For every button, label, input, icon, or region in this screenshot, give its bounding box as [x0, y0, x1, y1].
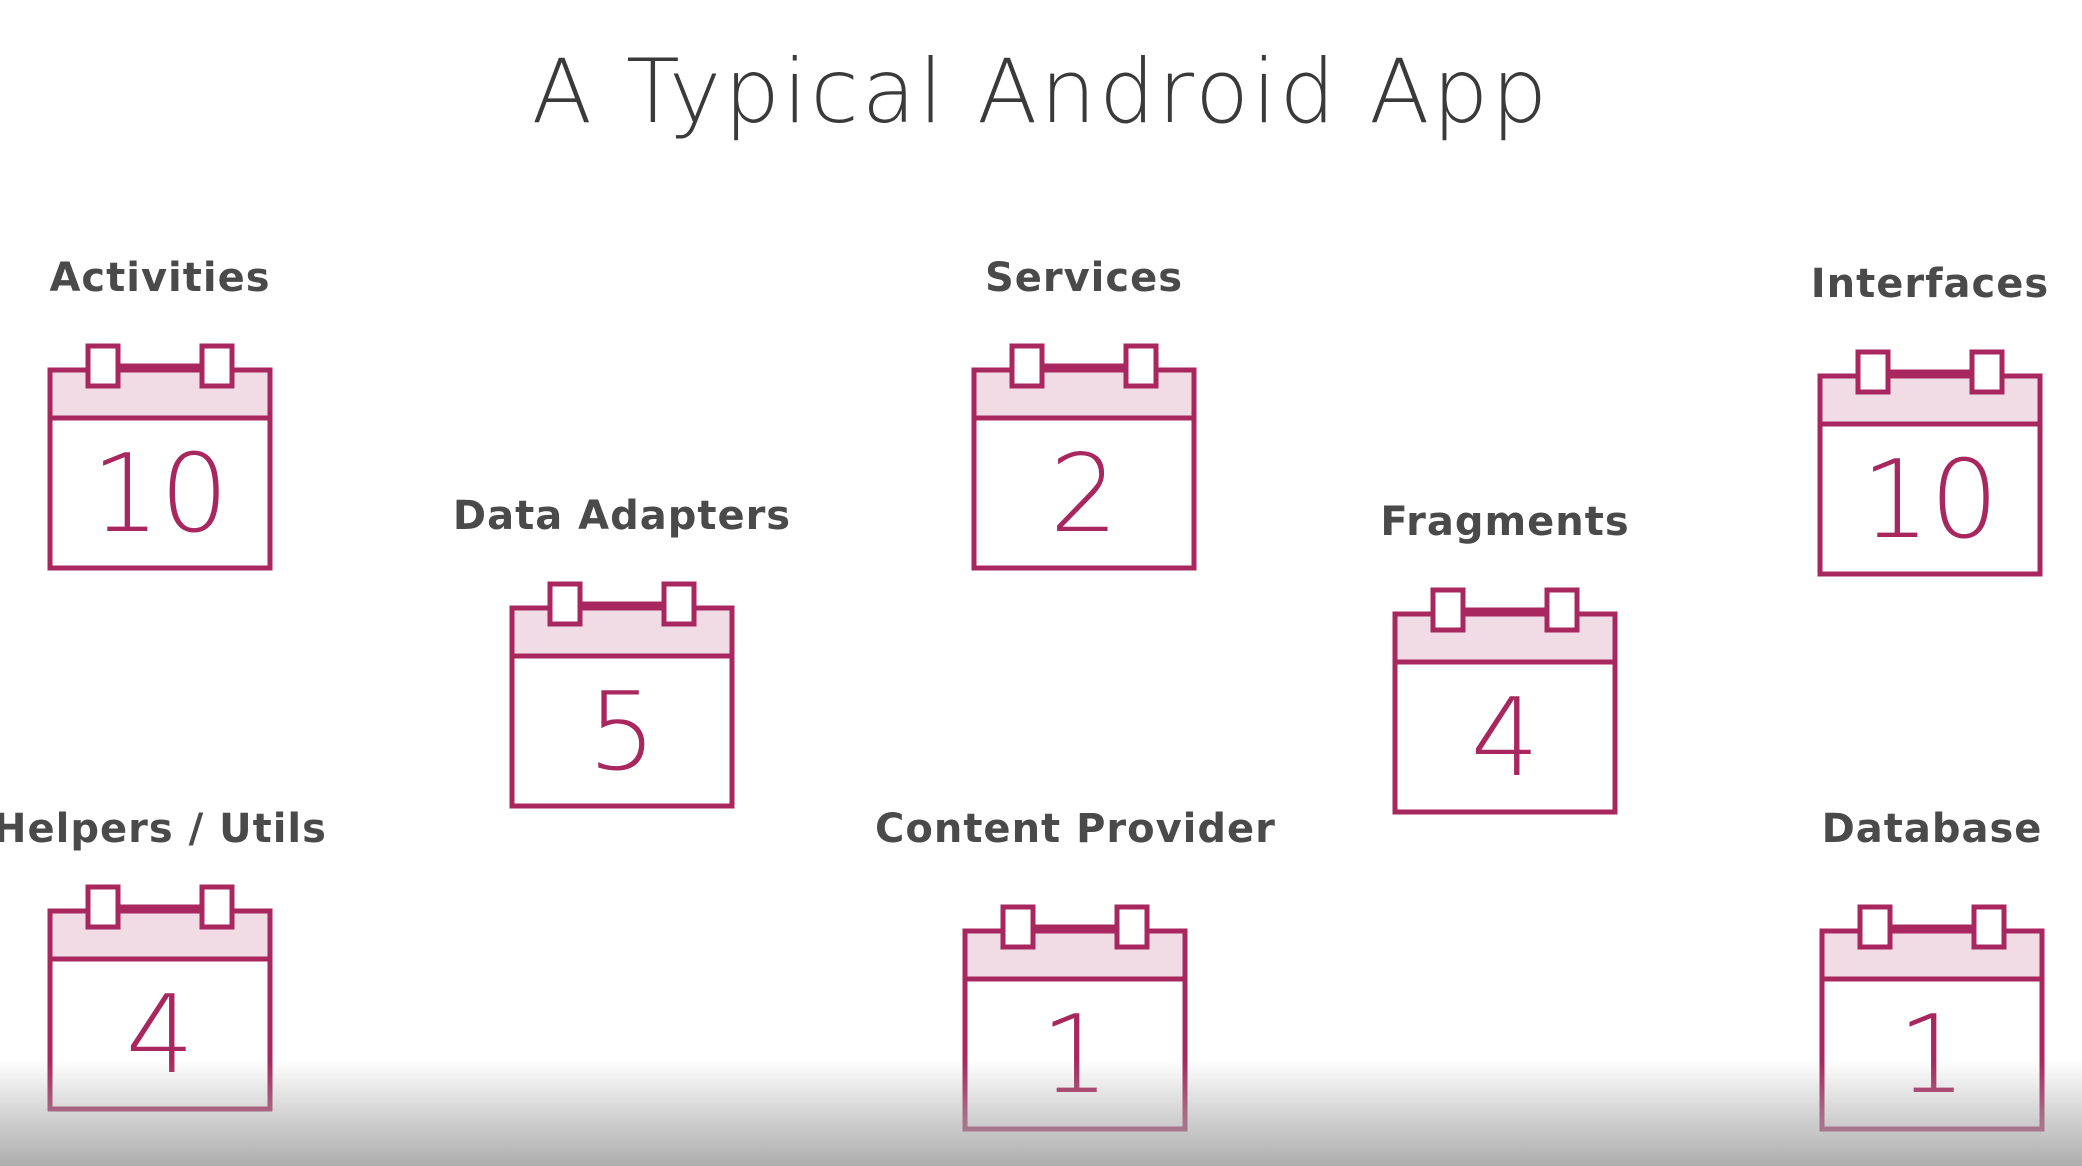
component-count: 10 [91, 432, 228, 557]
component-services: Services 2 [884, 248, 1284, 588]
component-label: Interfaces [1810, 261, 2050, 307]
calendar-icon: 4 [47, 884, 273, 1112]
component-interfaces: Interfaces 10 [1730, 254, 2082, 594]
component-label: Services [984, 255, 1184, 301]
component-content-provider: Content Provider 1 [875, 799, 1275, 1139]
component-count: 4 [1471, 676, 1540, 801]
component-label: Fragments [1380, 499, 1630, 545]
component-data-adapters: Data Adapters 5 [422, 486, 822, 826]
component-database: Database 1 [1732, 799, 2082, 1139]
calendar-icon: 10 [47, 343, 273, 571]
component-label: Helpers / Utils [0, 806, 327, 852]
component-count: 1 [1898, 993, 1967, 1118]
component-count: 1 [1041, 993, 1110, 1118]
calendar-icon: 10 [1817, 349, 2043, 577]
calendar-icon: 1 [1819, 904, 2045, 1132]
component-label: Database [1821, 806, 2043, 852]
component-fragments: Fragments 4 [1305, 492, 1705, 832]
calendar-icon: 5 [509, 581, 735, 809]
component-count: 5 [588, 670, 657, 795]
component-count: 10 [1861, 438, 1998, 563]
slide-title: A Typical Android App [531, 40, 1551, 143]
calendar-icon: 2 [971, 343, 1197, 571]
component-count: 2 [1050, 432, 1119, 557]
component-count: 4 [126, 973, 195, 1098]
component-label: Content Provider [875, 806, 1276, 852]
component-label: Activities [49, 255, 271, 301]
calendar-icon: 4 [1392, 587, 1618, 815]
component-helpers-utils: Helpers / Utils 4 [0, 799, 360, 1139]
component-activities: Activities 10 [0, 248, 360, 588]
calendar-icon: 1 [962, 904, 1188, 1132]
component-label: Data Adapters [452, 493, 792, 539]
